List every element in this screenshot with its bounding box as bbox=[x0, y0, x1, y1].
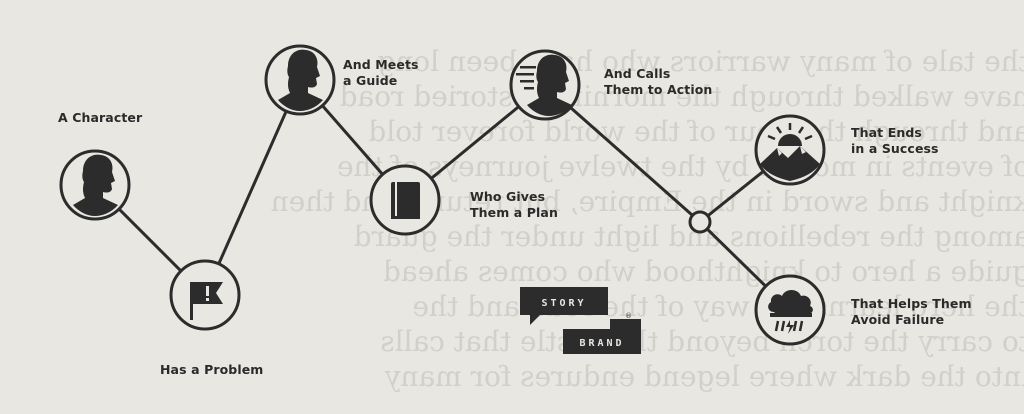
book-icon bbox=[391, 182, 420, 219]
person-icon bbox=[73, 154, 118, 216]
logo-word-brand: BRAND bbox=[579, 338, 624, 349]
label-that-ends-in-a-success: That Ends in a Success bbox=[851, 125, 939, 156]
step-success-node bbox=[754, 114, 826, 186]
mountain-sun-icon bbox=[760, 123, 820, 181]
person-icon bbox=[278, 49, 323, 111]
label-a-character: A Character bbox=[58, 110, 143, 125]
junction-node bbox=[688, 210, 712, 234]
person-speed-icon bbox=[516, 54, 572, 116]
flag-icon bbox=[190, 282, 223, 320]
label-and-meets-a-guide: And Meets a Guide bbox=[343, 57, 419, 88]
step-plan-node bbox=[369, 164, 441, 236]
label-has-a-problem: Has a Problem bbox=[160, 362, 264, 377]
step-character-node bbox=[59, 149, 131, 221]
step-failure-node bbox=[754, 274, 826, 346]
storm-cloud-icon bbox=[768, 290, 813, 334]
label-and-calls-them-to-action: And Calls Them to Action bbox=[604, 66, 713, 97]
logo-word-story: STORY bbox=[541, 298, 586, 309]
storybrand-logo: STORY BRAND ® bbox=[520, 287, 641, 354]
label-that-helps-them-avoid-failure: That Helps Them Avoid Failure bbox=[851, 296, 972, 327]
step-guide-node bbox=[264, 44, 336, 116]
label-who-gives-them-a-plan: Who Gives Them a Plan bbox=[470, 189, 558, 220]
registered-mark: ® bbox=[625, 312, 632, 320]
step-action-node bbox=[509, 49, 581, 121]
step-problem-node bbox=[169, 259, 241, 331]
